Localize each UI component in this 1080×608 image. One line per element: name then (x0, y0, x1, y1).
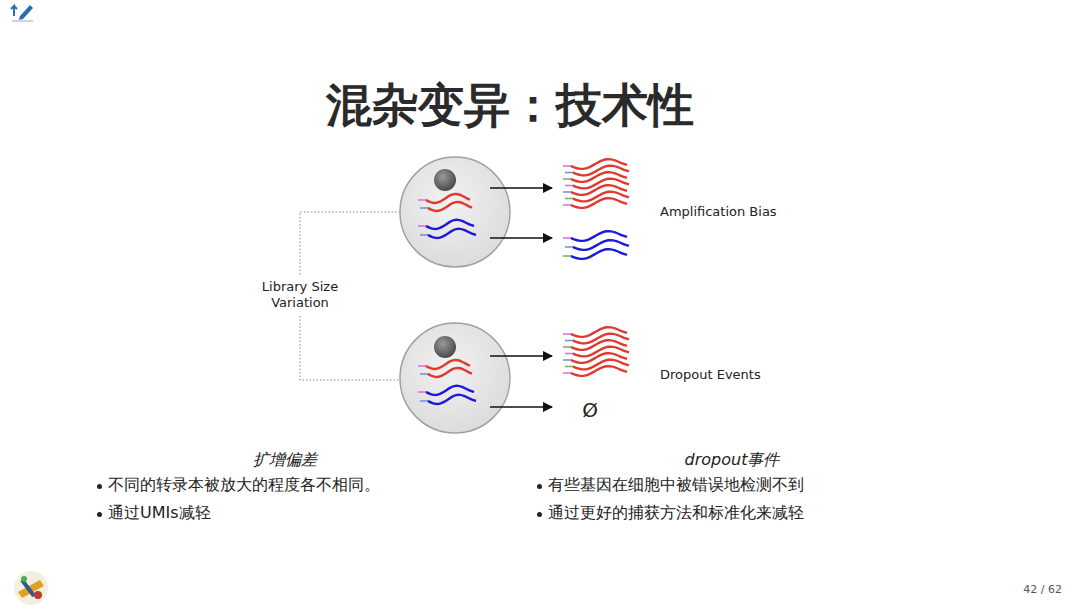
empty-symbol: Ø (582, 398, 598, 422)
transcript (426, 194, 470, 203)
figure-label: Dropout Events (660, 367, 761, 383)
arrows (490, 188, 552, 407)
bullet-dot (97, 484, 102, 489)
bullet-dot (97, 512, 102, 517)
transcript-tag (565, 366, 574, 368)
bullet-text: 有些基因在细胞中被错误地检测不到 (548, 475, 804, 494)
transcript-tag (418, 199, 427, 201)
page-number: 42 / 62 (1023, 583, 1062, 596)
transcript-tag (418, 365, 427, 367)
transcript-tag (565, 246, 574, 248)
transcripts (418, 159, 629, 404)
transcript (428, 202, 472, 211)
nucleus (434, 336, 456, 358)
transcript-tag (418, 391, 427, 393)
bullet-text: 通过更好的捕获方法和标准化来减轻 (548, 503, 804, 522)
cell (400, 157, 510, 267)
transcript (426, 360, 470, 369)
transcript-tag (420, 234, 429, 236)
transcript (571, 366, 627, 376)
transcript-tag (563, 255, 572, 257)
transcript (571, 231, 627, 241)
transcript-tag (563, 359, 572, 361)
transcript-tag (563, 346, 572, 348)
logo-badge (14, 571, 48, 605)
column-heading: dropout事件 (685, 450, 780, 469)
transcript-tag (565, 353, 574, 355)
transcript-tag (563, 178, 572, 180)
nucleus (434, 169, 456, 191)
transcript (428, 395, 476, 404)
bullet-dot (537, 484, 542, 489)
cell (400, 323, 510, 433)
transcript (573, 240, 629, 250)
bullet-text: 不同的转录本被放大的程度各不相同。 (108, 475, 380, 494)
transcript (426, 386, 474, 395)
transcript-tag (565, 172, 574, 174)
transcript-tag (563, 204, 572, 206)
transcript-tag (563, 237, 572, 239)
transcript-tag (563, 191, 572, 193)
transcript-tag (420, 373, 429, 375)
transcript-tag (563, 333, 572, 335)
transcript (428, 229, 476, 238)
transcript-tag (565, 340, 574, 342)
transcript (426, 220, 474, 229)
transcript-tag (420, 207, 429, 209)
transcript (428, 368, 472, 377)
bullet-text: 通过UMIs减轻 (108, 503, 211, 522)
slide-title: 混杂变异：技术性 (326, 78, 694, 133)
figure-label: Amplification Bias (660, 204, 777, 220)
transcript (571, 249, 627, 259)
logo-icon (11, 5, 33, 21)
transcript-tag (563, 165, 572, 167)
transcript-tag (563, 372, 572, 374)
figure-label: Library Size Variation (255, 279, 345, 310)
column-heading: 扩增偏差 (253, 450, 317, 469)
transcript-tag (420, 400, 429, 402)
bullet-dot (537, 512, 542, 517)
transcript-tag (418, 225, 427, 227)
transcript-tag (565, 185, 574, 187)
transcript (571, 198, 627, 208)
transcript-tag (565, 198, 574, 200)
